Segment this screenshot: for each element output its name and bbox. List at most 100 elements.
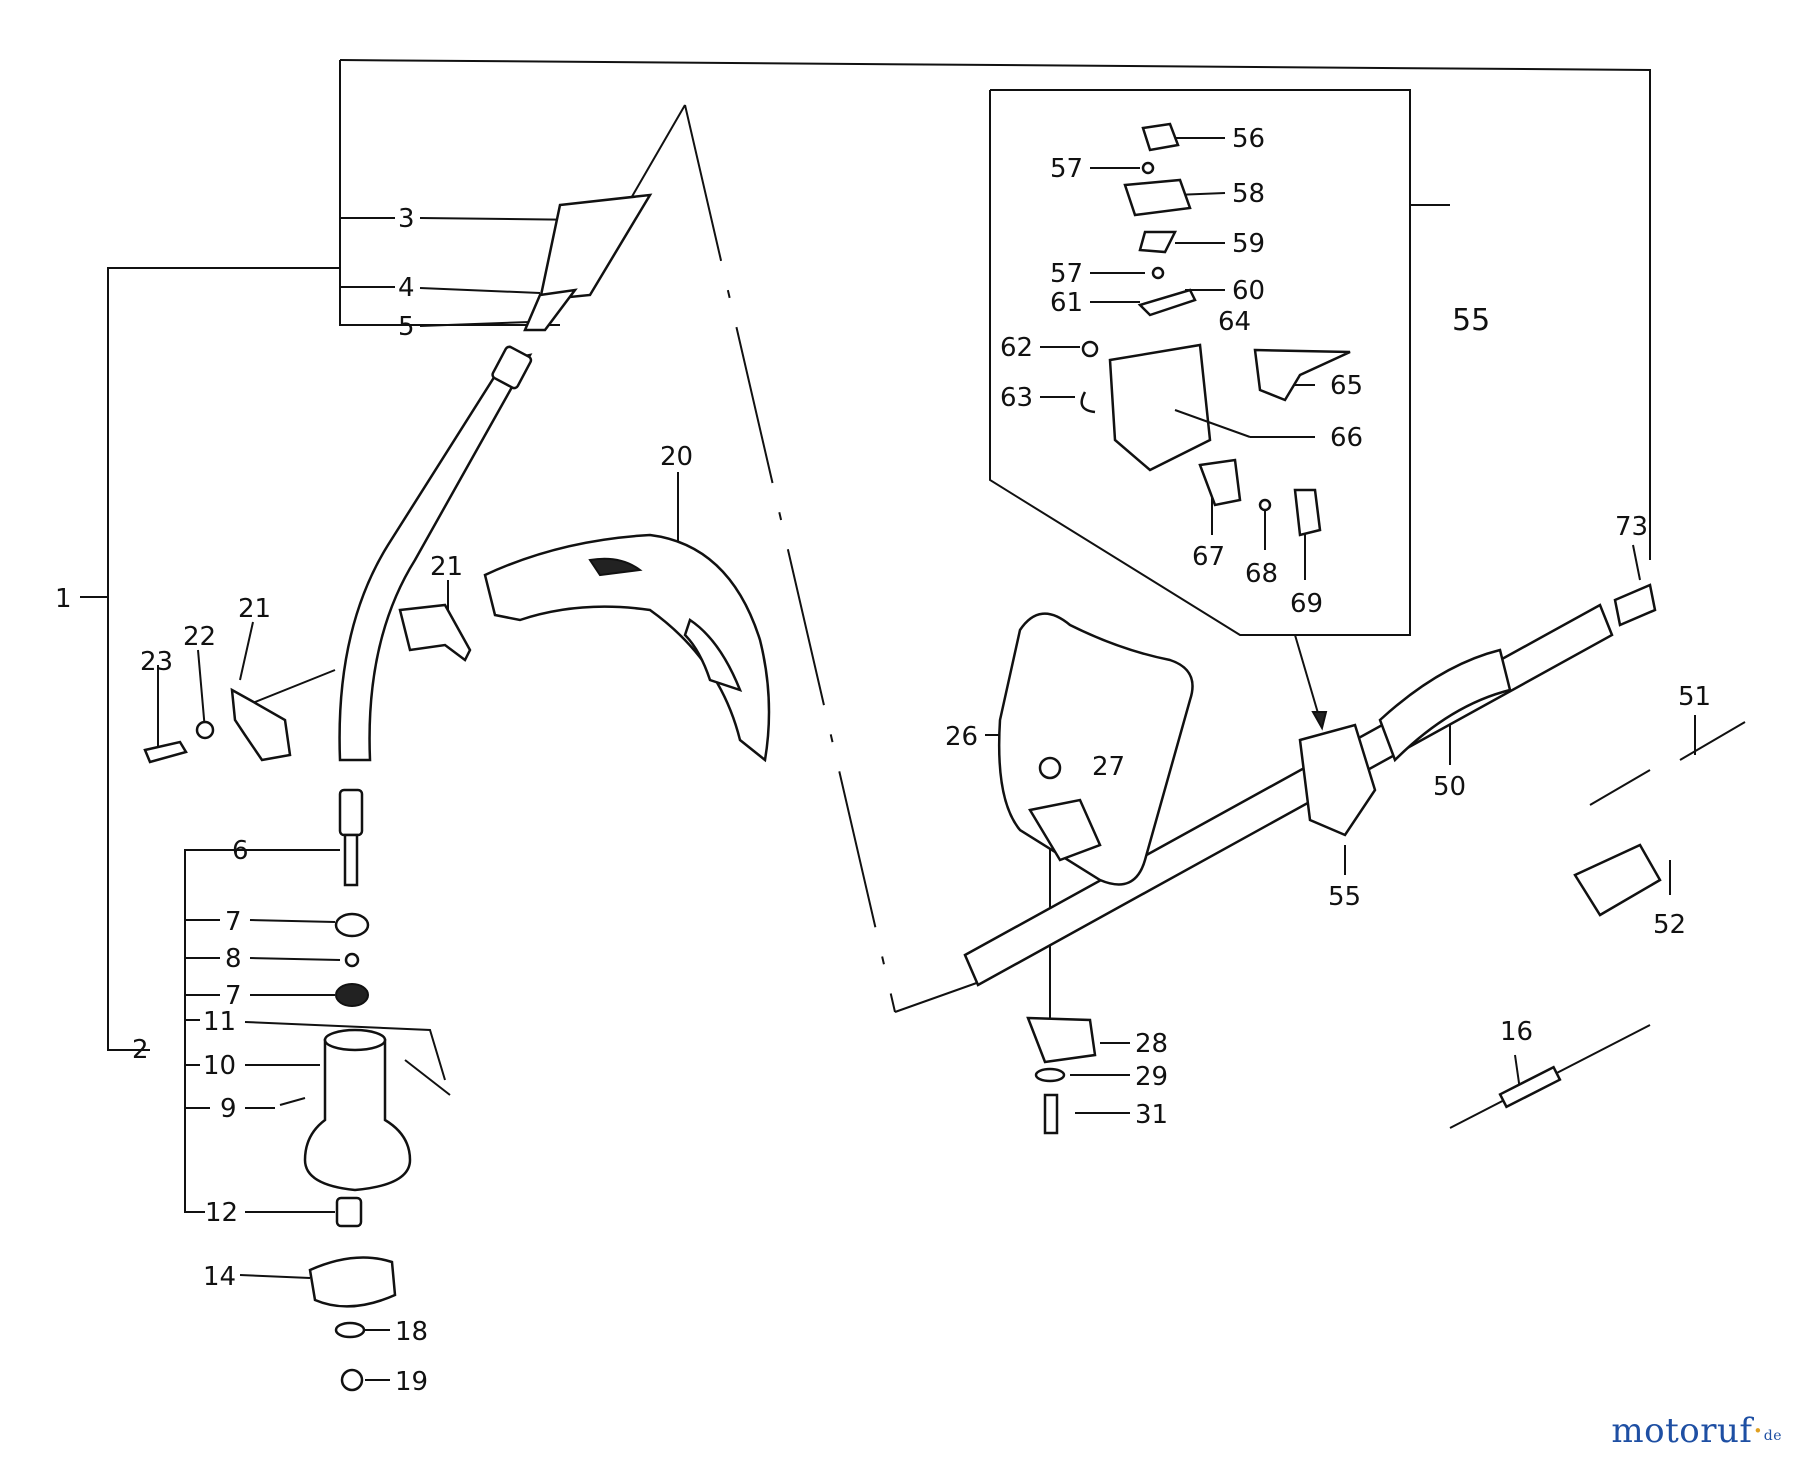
group-bracket-3-5 — [339, 60, 560, 326]
label-63: 63 — [1000, 383, 1033, 413]
parts — [143, 122, 1746, 1392]
guard-20-window — [683, 618, 743, 693]
cap-73 — [1613, 583, 1657, 627]
label-11: 11 — [203, 1007, 236, 1037]
label-67: 67 — [1192, 542, 1225, 572]
shaft-pin-6-head — [338, 788, 364, 837]
label-60: 60 — [1232, 276, 1265, 306]
washer-18 — [334, 1321, 366, 1339]
label-55-inset: 55 — [1452, 303, 1490, 338]
gear-head-10 — [303, 1038, 412, 1192]
label-10: 10 — [203, 1051, 236, 1081]
gear-head-10-top — [323, 1028, 387, 1052]
label-29: 29 — [1135, 1062, 1168, 1092]
clamp-21-left — [230, 687, 292, 762]
ring-8 — [344, 952, 360, 968]
leader-73 — [1632, 544, 1641, 581]
label-22: 22 — [183, 622, 216, 652]
inset-pointer — [1294, 634, 1321, 721]
guard-20-slot — [588, 557, 643, 577]
leader-22 — [197, 649, 206, 731]
bearing-7a — [334, 912, 370, 938]
bolt-31 — [1043, 1093, 1059, 1135]
leader-12-stem — [184, 1050, 205, 1213]
label-69: 69 — [1290, 589, 1323, 619]
clamp-21-right — [398, 603, 472, 662]
nut-27 — [1038, 756, 1062, 780]
label-3: 3 — [398, 204, 415, 234]
bearing-7b — [335, 983, 369, 1007]
label-16: 16 — [1500, 1017, 1533, 1047]
drive-shaft-3 — [523, 193, 653, 332]
leader-21-left — [239, 669, 336, 709]
screw-11 — [404, 1059, 451, 1096]
throttle-housing — [1108, 343, 1212, 472]
group-bracket-6-12 — [184, 849, 340, 1050]
label-56: 56 — [1232, 124, 1265, 154]
inset-box-55 — [989, 89, 1411, 636]
label-4: 4 — [398, 273, 415, 303]
shaft-end-4 — [523, 288, 578, 332]
label-2: 2 — [132, 1035, 149, 1065]
leader-8b — [249, 957, 341, 961]
cable-16-sleeve — [1498, 1065, 1562, 1109]
frame-lines — [80, 59, 1696, 1381]
apex-line — [629, 104, 686, 201]
label-14: 14 — [203, 1262, 236, 1292]
cable-51a — [1589, 769, 1651, 806]
shaft-tube-3 — [538, 193, 653, 302]
trigger-67 — [1198, 458, 1242, 507]
pin-68 — [1258, 498, 1272, 512]
washer-22 — [195, 720, 215, 740]
cup-14 — [308, 1256, 397, 1308]
screw-9 — [279, 1097, 306, 1106]
leader-5b — [419, 321, 531, 327]
label-18: 18 — [395, 1317, 428, 1347]
label-55-shaft: 55 — [1328, 882, 1361, 912]
label-51: 51 — [1678, 682, 1711, 712]
watermark-tld: de — [1763, 1428, 1782, 1444]
label-9: 9 — [220, 1094, 237, 1124]
lever-65 — [1253, 348, 1351, 402]
label-7a: 7 — [225, 907, 242, 937]
label-7b: 7 — [225, 981, 242, 1011]
guard-20 — [483, 533, 771, 763]
label-19: 19 — [395, 1367, 428, 1397]
inset-pointer-arrow — [1311, 711, 1328, 731]
label-12: 12 — [205, 1198, 238, 1228]
label-28: 28 — [1135, 1029, 1168, 1059]
label-64: 64 — [1218, 307, 1251, 337]
leader-7a-b — [249, 919, 336, 923]
group-bracket-1-2 — [107, 267, 340, 1051]
washer-29 — [1034, 1067, 1066, 1083]
label-68: 68 — [1245, 559, 1278, 589]
label-52: 52 — [1653, 910, 1686, 940]
label-6: 6 — [232, 836, 249, 866]
label-61: 61 — [1050, 288, 1083, 318]
leader-11b — [244, 1021, 446, 1081]
clip-62 — [1081, 340, 1099, 358]
divider-line — [684, 104, 896, 1013]
plate-58 — [1123, 178, 1192, 217]
screw-57a — [1141, 161, 1155, 175]
label-27: 27 — [1092, 752, 1125, 782]
watermark-dot: · — [1752, 1411, 1764, 1451]
label-21b: 21 — [430, 552, 463, 582]
label-31: 31 — [1135, 1100, 1168, 1130]
label-59: 59 — [1232, 229, 1265, 259]
cap-56 — [1141, 122, 1180, 152]
tube-coupling — [491, 345, 533, 390]
label-65: 65 — [1330, 371, 1363, 401]
top-group-bracket — [339, 59, 1651, 560]
cable-51b — [1679, 721, 1746, 761]
label-21a: 21 — [238, 594, 271, 624]
label-5: 5 — [398, 312, 415, 342]
pin-66 — [1174, 409, 1251, 438]
label-8: 8 — [225, 944, 242, 974]
watermark-brand: motoruf — [1611, 1411, 1753, 1451]
bolt-23 — [143, 740, 188, 764]
grip-50 — [1378, 648, 1512, 763]
link-60-61 — [1137, 288, 1197, 317]
